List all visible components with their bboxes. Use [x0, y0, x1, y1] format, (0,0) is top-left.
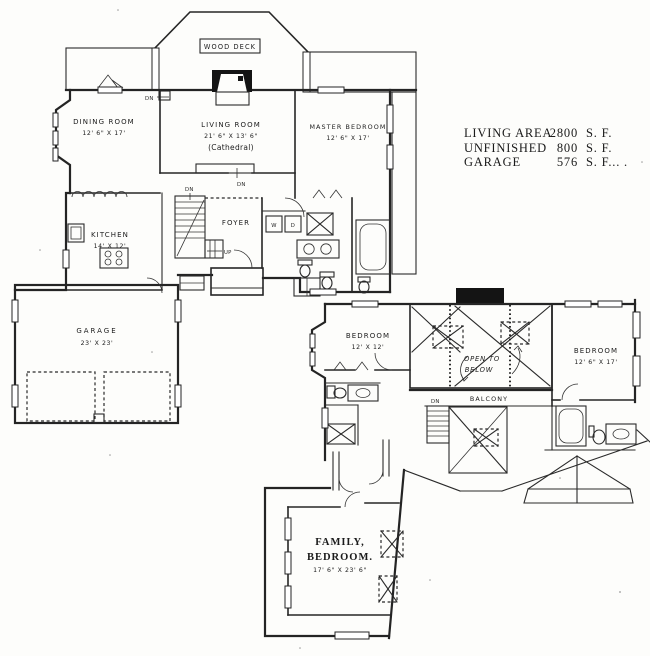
- area-row-2-label: GARAGE: [464, 155, 521, 169]
- hearth: [215, 91, 250, 106]
- garage-outline: [13, 283, 180, 425]
- hall-bathroom: [296, 239, 340, 290]
- second-floor-labels: BEDROOM 12' X 12' BEDROOM 12' 6" X 17' B…: [307, 332, 618, 574]
- room-label-kitchen: KITCHEN: [91, 231, 129, 239]
- master-bathroom: [351, 197, 391, 294]
- room-dims-bedroom-right: 12' 6" X 17': [574, 359, 617, 366]
- second-floor-right-bath: [544, 405, 637, 451]
- area-table: LIVING AREA 2800 S. F. UNFINISHED 800 S.…: [464, 126, 628, 169]
- room-dims-dining: 12' 6" X 17': [82, 130, 125, 137]
- washer: [265, 215, 283, 233]
- area-row-2-value: 576: [557, 155, 578, 169]
- stove: [99, 247, 129, 269]
- room-label-foyer: FOYER: [222, 219, 250, 227]
- room-label-balcony: BALCONY: [470, 395, 508, 403]
- bedroom-left-door-swing: [374, 352, 393, 371]
- second-floor-left-bath: [324, 382, 381, 446]
- family-slanted-wall: [387, 468, 406, 640]
- front-porch: [210, 267, 264, 296]
- stairs-dn-label: DN: [185, 187, 194, 193]
- washer-label: W: [271, 223, 277, 229]
- area-row-1-unit: S. F.: [586, 141, 612, 155]
- area-row-2-unit: S. F... .: [586, 155, 628, 169]
- garage-door-right: [103, 371, 171, 422]
- room-dims-kitchen: 14' X 12': [94, 243, 127, 250]
- room-label-master: MASTER BEDROOM: [309, 123, 386, 131]
- room-note-living: (Cathedral): [208, 143, 254, 152]
- room-dims-family: 17' 6" X 23' 6": [313, 567, 367, 574]
- bedroom-bay-window-wall: [310, 302, 327, 462]
- room-dims-master: 12' 6" X 17': [326, 135, 369, 142]
- hall-closet: [306, 212, 334, 236]
- stairs2-dn-label: DN: [431, 399, 440, 405]
- master-door-swing: [284, 197, 305, 218]
- room-label-dining: DINING ROOM: [73, 118, 135, 126]
- stairs-first-floor: DN UP: [174, 187, 232, 259]
- open-to-below-area: OPEN TO BELOW: [409, 303, 553, 389]
- front-door-swing: [233, 249, 253, 269]
- bathtub: [355, 219, 391, 275]
- bedroom-right-door-swing: [561, 383, 579, 401]
- wood-deck: WOOD DECK DN: [65, 11, 417, 275]
- area-row-0-value: 2800: [550, 126, 578, 140]
- area-row-1-label: UNFINISHED: [464, 141, 547, 155]
- room-dims-living: 21' 6" X 13' 6": [204, 133, 258, 140]
- deck-side-strip: [391, 91, 417, 275]
- wood-deck-label: WOOD DECK: [204, 43, 256, 51]
- stairs-up-label: UP: [224, 250, 232, 256]
- area-row-0-unit: S. F.: [586, 126, 612, 140]
- open-to-below-line1: OPEN TO: [464, 355, 500, 363]
- area-row-1-value: 800: [557, 141, 578, 155]
- room-label-bedroom-left: BEDROOM: [346, 332, 390, 340]
- open-to-below-line2: BELOW: [465, 366, 494, 374]
- deck-dn-label: DN: [145, 96, 154, 102]
- area-row-0-label: LIVING AREA: [464, 126, 552, 140]
- garage-door-swing: [146, 277, 163, 294]
- dryer: [284, 215, 302, 233]
- living-room-step: [195, 163, 255, 174]
- family-bedroom: [263, 468, 406, 640]
- room-label-garage: GARAGE: [76, 327, 117, 335]
- living-dn-label: DN: [237, 182, 246, 188]
- refrigerator: [67, 223, 85, 243]
- family-door-swing: [344, 491, 361, 508]
- second-floor-plan: OPEN TO BELOW DN: [263, 288, 650, 640]
- dryer-label: D: [291, 223, 295, 229]
- deck-planting-mark: [97, 74, 124, 89]
- garage-door-left: [26, 371, 96, 422]
- room-label-bedroom-right: BEDROOM: [574, 347, 618, 355]
- scan-noise: [39, 9, 643, 649]
- room-label-family-line1: FAMILY,: [315, 537, 365, 548]
- first-floor-labels: DINING ROOM 12' 6" X 17' LIVING ROOM 21'…: [73, 118, 386, 347]
- room-label-living: LIVING ROOM: [201, 121, 261, 129]
- chimney: [456, 288, 504, 304]
- room-label-family-line2: BEDROOM.: [307, 552, 373, 563]
- stairs-second-floor: DN: [426, 399, 508, 474]
- first-floor-plan: DN UP DN W D: [11, 70, 418, 425]
- kitchen-counter-scallops: [71, 191, 128, 198]
- room-dims-bedroom-left: 12' X 12': [352, 344, 385, 351]
- roof-lines: [403, 429, 650, 504]
- room-dims-garage: 23' X 23': [81, 340, 114, 347]
